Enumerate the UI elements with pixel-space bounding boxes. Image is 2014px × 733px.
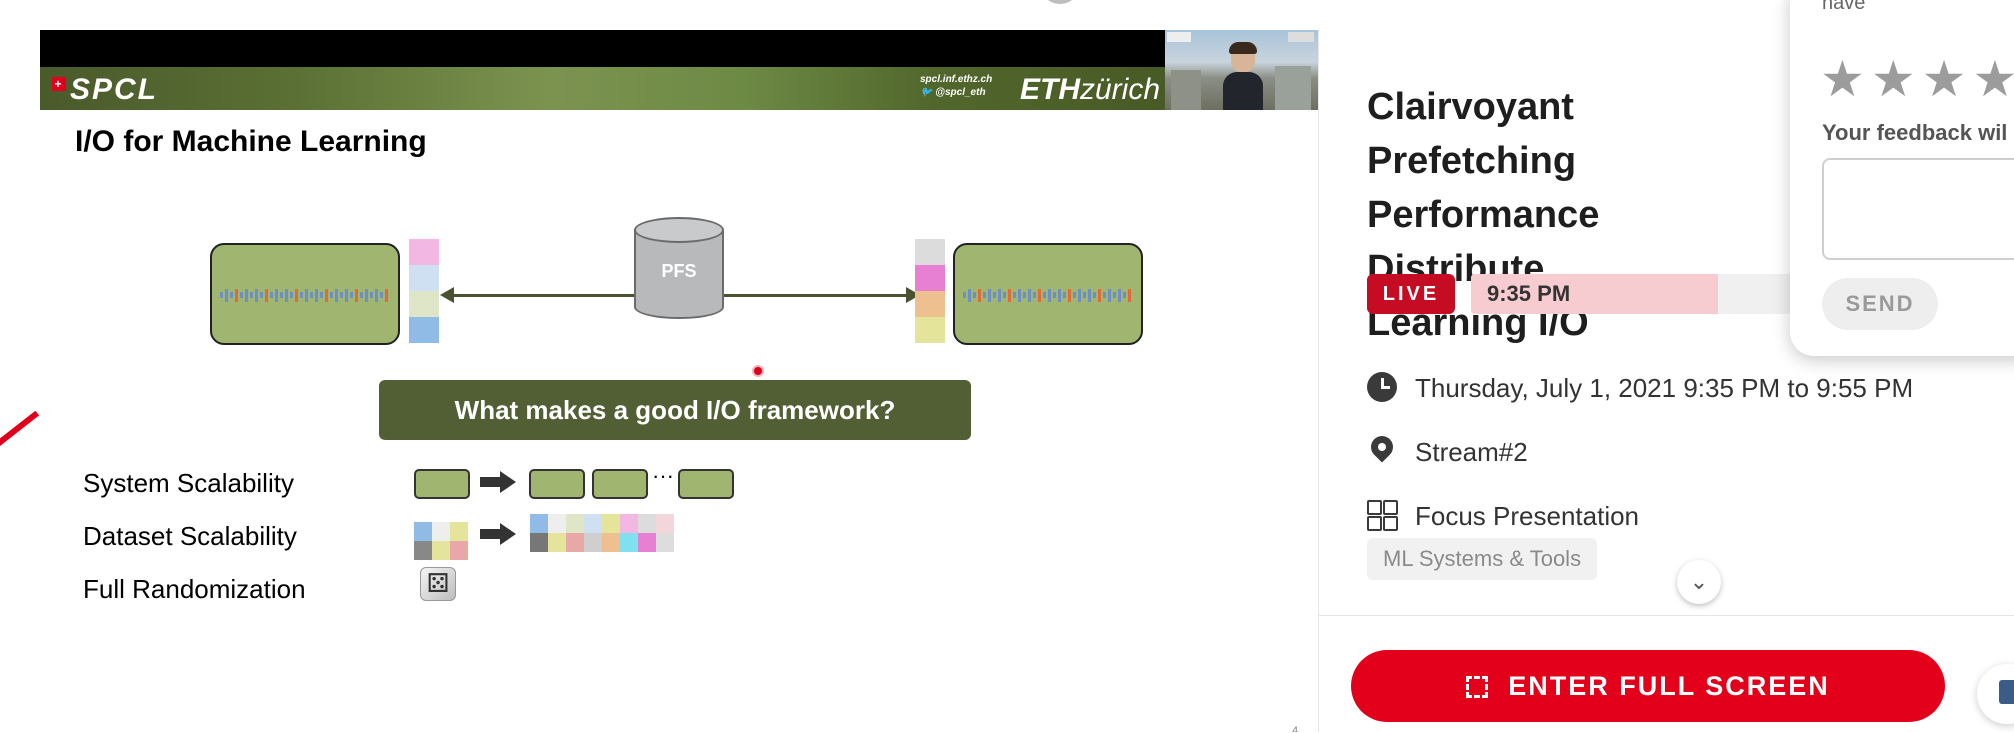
data-stack-right (915, 239, 945, 343)
model-box-right (953, 243, 1143, 345)
data-chunk (915, 317, 945, 343)
bookmark-icon (1999, 680, 2014, 704)
fullscreen-icon (1466, 676, 1489, 698)
chevron-down-icon[interactable]: ⌄ (1677, 560, 1721, 604)
large-dataset-mosaic (530, 514, 674, 552)
data-stack-left (409, 239, 439, 343)
feedback-label: Your feedback wil (1822, 120, 2008, 145)
eth-logo-bold: ETH (1020, 73, 1080, 106)
eth-logo-rest: zürich (1080, 73, 1161, 106)
event-datetime: Thursday, July 1, 2021 9:35 PM to 9:55 P… (1415, 373, 1914, 403)
track-tag[interactable]: ML Systems & Tools (1367, 538, 1598, 580)
event-location: Stream#2 (1415, 437, 1528, 467)
data-chunk (409, 265, 439, 291)
neural-net-icon (963, 281, 1133, 309)
model-box-left (210, 243, 400, 345)
data-chunk (915, 265, 945, 291)
row-label-dataset-scalability: Dataset Scalability (83, 521, 297, 551)
talk-title: Clairvoyant Prefetching Performance Dist… (1367, 80, 1787, 350)
node-box (529, 469, 585, 499)
spcl-url: spcl.inf.ethz.ch (920, 74, 993, 85)
pfs-label: PFS (661, 261, 697, 281)
send-button[interactable]: SEND (1822, 278, 1938, 330)
neural-net-icon (220, 281, 390, 309)
arrow-to-left (452, 294, 636, 297)
spcl-logo-text: SPCL (70, 73, 159, 106)
star-rating[interactable]: ★★★★ (1820, 51, 2014, 107)
event-details-panel: Clairvoyant Prefetching Performance Dist… (1318, 30, 2014, 733)
spcl-twitter: 🐦 @spcl_eth (920, 86, 992, 99)
spcl-contact: spcl.inf.ethz.ch 🐦 @spcl_eth (920, 73, 992, 99)
live-badge: LIVE (1367, 274, 1455, 314)
small-dataset-mosaic (414, 522, 468, 560)
webcam-overlay (1167, 32, 1191, 42)
enter-full-screen-button[interactable]: ENTER FULL SCREEN (1351, 650, 1945, 722)
speaker-avatar (1223, 42, 1263, 110)
webcam-overlay (1288, 32, 1314, 42)
current-time: 9:35 PM (1487, 281, 1571, 306)
presentation-slide: + SPCL spcl.inf.ethz.ch 🐦 @spcl_eth ETHzü… (40, 67, 1318, 732)
data-chunk (409, 239, 439, 265)
enter-full-screen-label: ENTER FULL SCREEN (1508, 671, 1830, 701)
pfs-cylinder-icon: PFS (634, 217, 724, 319)
slide-banner: + SPCL spcl.inf.ethz.ch 🐦 @spcl_eth ETHzü… (40, 67, 1318, 110)
data-chunk (409, 291, 439, 317)
node-box (414, 469, 470, 499)
scale-arrow-icon (480, 471, 518, 493)
twitter-icon: 🐦 (920, 87, 936, 98)
fullscreen-bar: ENTER FULL SCREEN (1319, 615, 2014, 733)
bookmark-button[interactable] (1977, 664, 2014, 724)
feedback-popup: have ★★★★ Your feedback wil SEND (1790, 0, 2014, 356)
time-progress-fill (1471, 274, 1718, 314)
slide-title: I/O for Machine Learning (75, 125, 427, 158)
slide-question: What makes a good I/O framework? (379, 380, 971, 440)
ellipsis: ··· (652, 463, 674, 488)
left-margin (0, 0, 40, 732)
pfs-body (634, 229, 724, 319)
feedback-prompt-text: have (1822, 0, 1866, 14)
feedback-textarea[interactable] (1822, 158, 2014, 260)
data-chunk (915, 291, 945, 317)
laser-pointer-dot (754, 367, 762, 375)
data-chunk (915, 239, 945, 265)
node-box (678, 469, 734, 499)
video-player[interactable]: + SPCL spcl.inf.ethz.ch 🐦 @spcl_eth ETHzü… (40, 30, 1318, 732)
slide-page-number: 4 (1292, 725, 1299, 732)
location-pin-icon (1366, 431, 1398, 466)
arrow-head-left-icon (440, 287, 454, 303)
clock-icon (1367, 372, 1397, 402)
dice-icon: ⚄ (420, 567, 456, 601)
data-chunk (409, 317, 439, 343)
row-label-system-scalability: System Scalability (83, 468, 294, 498)
scale-arrow-icon (480, 523, 518, 545)
scroll-knob[interactable] (1040, 0, 1080, 4)
session-type: Focus Presentation (1415, 501, 1640, 531)
arrow-to-right (724, 294, 910, 297)
webcam-background (1275, 66, 1311, 110)
pfs-top (634, 217, 724, 243)
swiss-flag-icon: + (52, 77, 66, 91)
webcam-background (1171, 70, 1201, 110)
speaker-webcam (1165, 30, 1318, 110)
time-progress-bar: 9:35 PM (1471, 274, 1965, 314)
row-label-full-randomization: Full Randomization (83, 574, 306, 604)
talk-title-line: Clairvoyant Prefetching (1367, 86, 1577, 182)
eth-logo: ETHzürich (1020, 73, 1160, 107)
node-box (592, 469, 648, 499)
spcl-logo: + SPCL (52, 73, 158, 107)
twitter-handle: @spcl_eth (935, 87, 986, 98)
session-type-icon (1367, 500, 1398, 531)
